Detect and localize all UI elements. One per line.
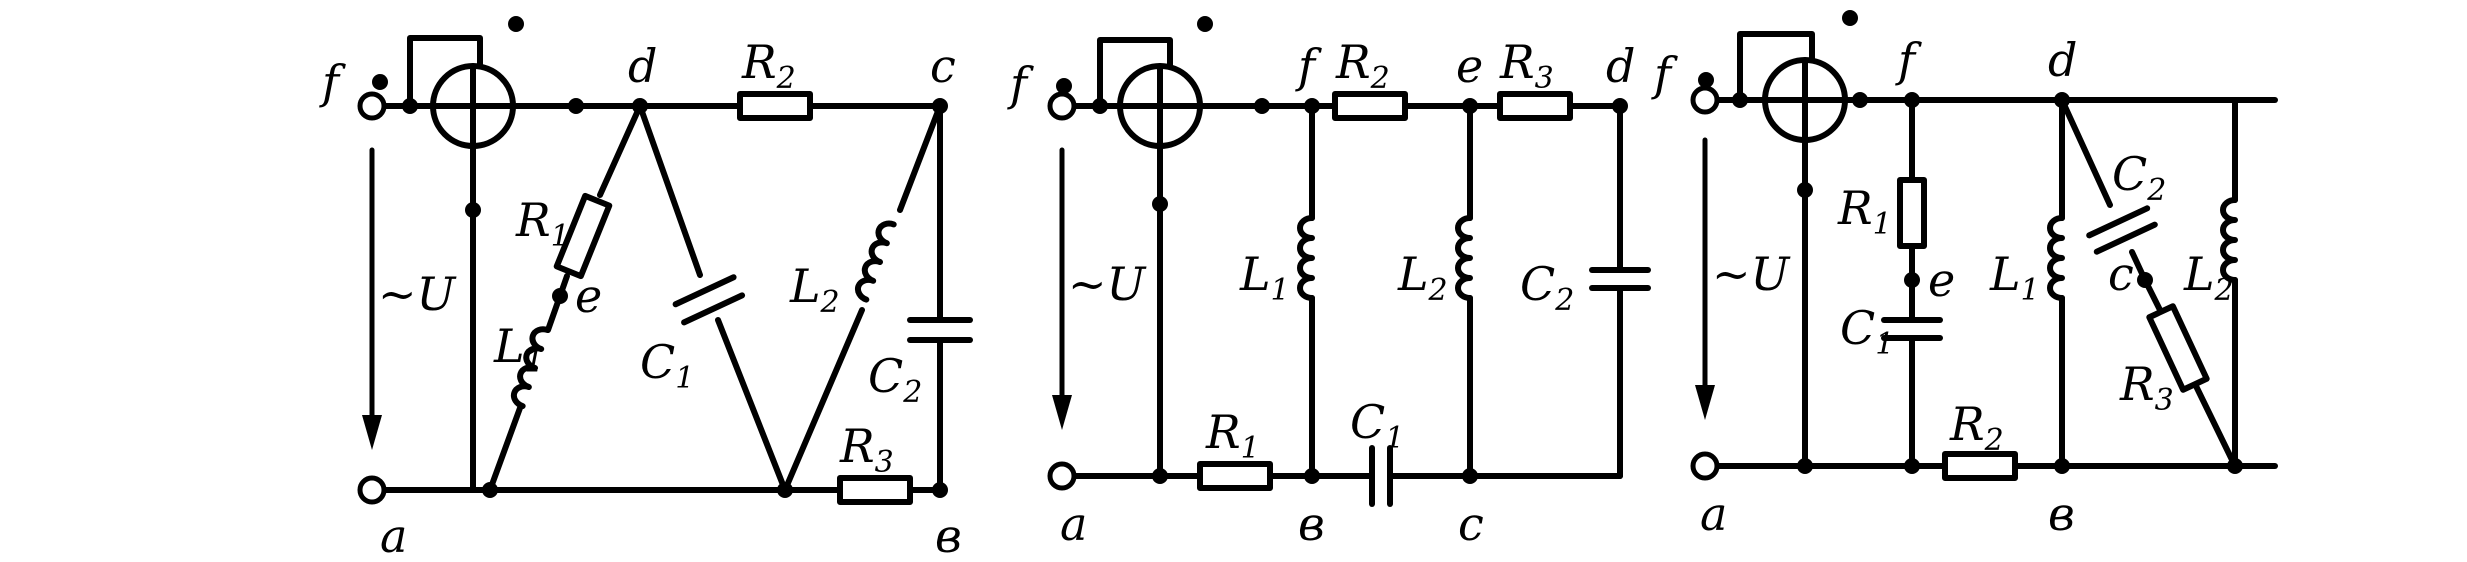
circuit-1-R2	[737, 91, 813, 121]
circuit-3-label-e: e	[1928, 253, 1955, 307]
circuit-3-label-f-left: f	[1651, 47, 1678, 101]
circuit-1-label-C1: C1	[640, 335, 694, 396]
circuit-2-label-d: d	[1606, 39, 1635, 93]
circuit-2-label-f-left: f	[1007, 57, 1034, 111]
wattmeter-2-star-current	[1056, 78, 1072, 94]
circuit-2-node-f	[1304, 98, 1320, 114]
wattmeter-2-star-voltage	[1197, 16, 1213, 32]
circuit-2-label-a: a	[1060, 497, 1087, 551]
circuit-3-R1	[1897, 177, 1927, 249]
circuit-3-node-b	[2054, 458, 2070, 474]
wattmeter-3	[1698, 10, 1858, 143]
circuit-3-label-f: f	[1895, 33, 1922, 87]
circuit-1-label-b: в	[935, 509, 962, 562]
circuit-2-node-b	[1304, 468, 1320, 484]
circuit-2-label-R3: R3	[1499, 35, 1554, 96]
circuit-3-label-L2: L2	[2183, 247, 2234, 308]
circuit-1-label-source: ~U	[378, 267, 458, 321]
circuit-1-node-d	[632, 98, 648, 114]
circuit-2-label-C1: C1	[1350, 395, 1404, 456]
circuit-1-label-a: a	[380, 509, 407, 562]
circuit-3-L1	[2050, 218, 2062, 298]
circuit-1-label-f: f	[319, 55, 346, 109]
circuit-2-L1	[1300, 218, 1312, 298]
wattmeter-3-star-current	[1698, 72, 1714, 88]
circuit-3-C2	[2086, 205, 2151, 239]
circuit-3-R2	[1942, 451, 2018, 481]
circuit-2-L2	[1458, 218, 1470, 298]
circuit-2-label-C2: C2	[1520, 257, 1574, 318]
circuit-2: f f e d a в c ~U R2 R3 L1 L2 C2 R1 C1	[1007, 16, 1651, 551]
circuit-1-label-e: e	[575, 269, 602, 323]
circuit-1-label-R1: R1	[515, 193, 570, 254]
circuit-1-label-C2: C2	[868, 349, 922, 410]
wattmeter-1	[372, 16, 524, 149]
circuit-1-node-b	[932, 482, 948, 498]
circuit-1-label-R2: R2	[741, 35, 796, 96]
circuit-3-label-R1: R1	[1837, 181, 1892, 242]
circuit-1-label-c: c	[930, 39, 956, 93]
circuit-3-terminal-top	[1690, 85, 1720, 115]
circuit-2-node-d	[1612, 98, 1628, 114]
circuit-1: f d c e a в ~U R2 R1 L1 C1 L2 C2 R3	[319, 16, 973, 562]
circuit-1-label-d: d	[628, 39, 657, 93]
circuit-3-node-e	[1904, 272, 1920, 288]
circuit-3-label-c: c	[2108, 247, 2134, 301]
circuit-3-label-C2: C2	[2112, 147, 2166, 208]
circuit-2-R1	[1197, 461, 1273, 491]
wattmeter-1-star-current	[372, 74, 388, 90]
circuit-1-L2	[855, 220, 894, 299]
circuit-2-label-e: e	[1456, 39, 1483, 93]
circuit-2-label-source: ~U	[1068, 257, 1148, 311]
circuit-2-node-e	[1462, 98, 1478, 114]
circuit-3-label-a: a	[1700, 487, 1727, 541]
circuit-2-terminal-a	[1047, 461, 1077, 491]
wattmeter-2	[1056, 16, 1213, 149]
circuit-3-label-R2: R2	[1949, 397, 2004, 458]
circuit-2-label-L2: L2	[1397, 247, 1448, 308]
circuit-1-label-R3: R3	[839, 419, 894, 480]
circuit-2-label-R2: R2	[1335, 35, 1390, 96]
circuit-3-label-source: ~U	[1712, 247, 1792, 301]
circuit-1-R1	[553, 192, 613, 280]
circuit-3-label-R3: R3	[2119, 357, 2174, 418]
circuit-1-R3	[837, 475, 913, 505]
circuit-2-label-f: f	[1295, 39, 1322, 93]
circuit-3-node-f	[1904, 92, 1920, 108]
circuit-3: f f d e c a в ~U R1 C1 L1 C2 R3 L2 R2	[1651, 10, 2278, 541]
circuit-3-terminal-a	[1690, 451, 1720, 481]
circuit-2-R3	[1497, 91, 1573, 121]
circuit-2-R2	[1332, 91, 1408, 121]
circuit-2-label-b: в	[1298, 497, 1325, 551]
circuit-1-node-c	[932, 98, 948, 114]
circuit-1-label-L1: L1	[493, 319, 544, 380]
circuit-3-R3	[2146, 303, 2210, 393]
circuit-3-node-d	[2054, 92, 2070, 108]
circuit-1-terminal-a	[357, 475, 387, 505]
circuit-1-terminal-top	[357, 91, 387, 121]
wattmeter-1-star-voltage	[508, 16, 524, 32]
circuit-2-node-c	[1462, 468, 1478, 484]
circuit-3-label-b: в	[2048, 487, 2075, 541]
circuit-1-C1	[672, 274, 737, 308]
circuit-1-label-L2: L2	[789, 259, 840, 320]
circuit-2-label-L1: L1	[1239, 247, 1290, 308]
wattmeter-3-star-voltage	[1842, 10, 1858, 26]
circuit-3-L2	[2223, 200, 2235, 280]
circuit-2-label-R1: R1	[1205, 405, 1260, 466]
circuit-2-terminal-top	[1047, 91, 1077, 121]
circuit-3-label-d: d	[2048, 33, 2077, 87]
circuit-2-label-c: c	[1458, 497, 1484, 551]
circuit-3-label-C1: C1	[1840, 301, 1894, 362]
circuit-3-label-L1: L1	[1989, 247, 2040, 308]
